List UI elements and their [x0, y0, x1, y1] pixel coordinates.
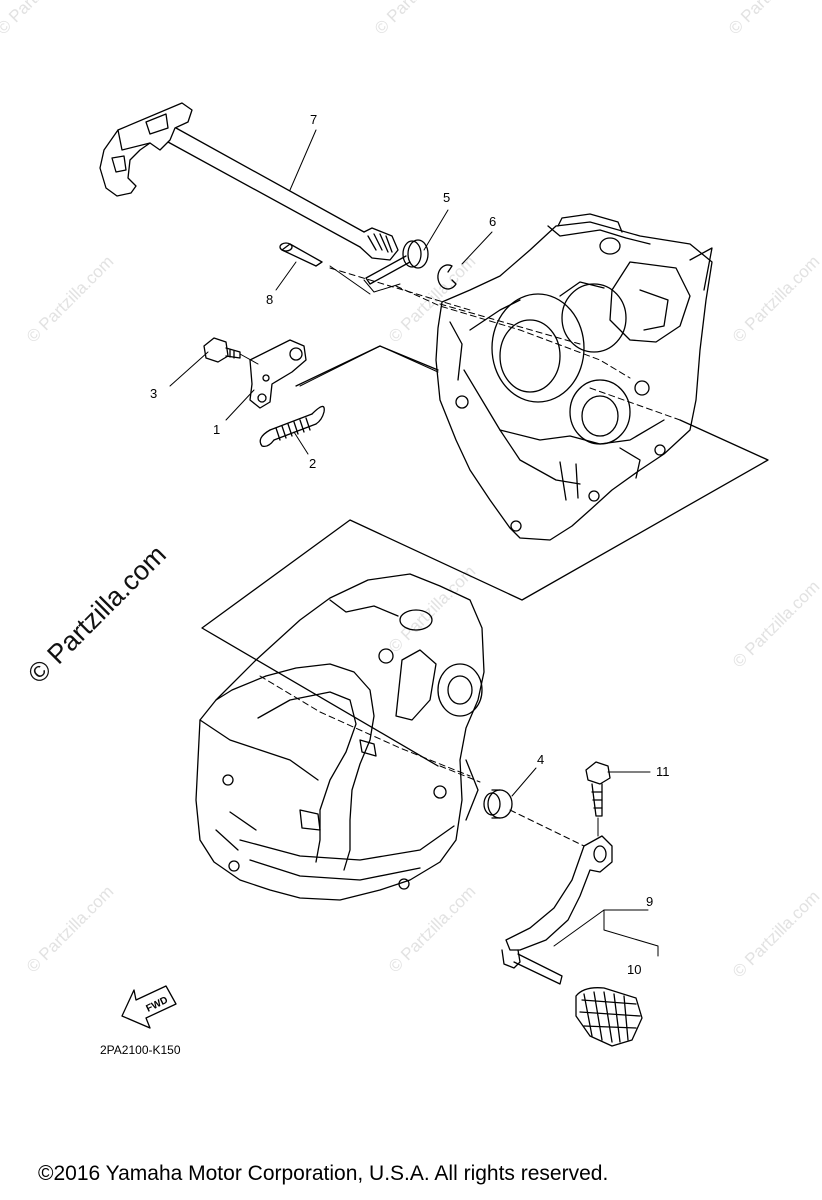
fwd-arrow-icon	[121, 985, 177, 1029]
fwd-label: FWD	[144, 995, 169, 1015]
bolt-part-11	[585, 761, 611, 817]
leader-5	[423, 209, 449, 251]
shift-pedal-part-9	[501, 835, 613, 985]
leader-9	[553, 909, 649, 947]
leader-3	[169, 351, 209, 387]
leader-6	[461, 231, 493, 265]
crankcase-right-part	[435, 213, 713, 541]
stopper-lever-part-1	[249, 339, 307, 409]
leader-7	[289, 129, 317, 191]
callout-9: 9	[646, 894, 654, 909]
leader-2	[293, 431, 309, 455]
leader-10-bracket	[603, 909, 659, 957]
spring-part-2	[259, 405, 325, 448]
callout-8: 8	[266, 292, 274, 307]
leader-8	[275, 261, 297, 291]
dowel-pin-part-8	[279, 242, 323, 267]
callout-6: 6	[489, 214, 497, 229]
oil-seal-part-4	[483, 789, 513, 819]
callout-1: 1	[213, 422, 221, 437]
callout-3: 3	[150, 386, 158, 401]
callout-4: 4	[537, 752, 545, 767]
callout-5: 5	[443, 190, 451, 205]
pedal-rubber-part-10	[575, 987, 643, 1047]
crankcase-left-part	[195, 573, 485, 901]
leader-1	[225, 389, 255, 421]
diagram-code: 2PA2100-K150	[100, 1043, 181, 1057]
callout-7: 7	[310, 112, 318, 127]
leader-4	[511, 767, 537, 797]
shift-shaft-part	[99, 102, 399, 261]
copyright-notice: ©2016 Yamaha Motor Corporation, U.S.A. A…	[38, 1162, 609, 1185]
callout-10: 10	[627, 962, 642, 977]
bolt-part-3	[203, 337, 241, 363]
callout-11: 11	[656, 764, 670, 779]
callout-2: 2	[309, 456, 317, 471]
circlip-part-6	[437, 264, 457, 290]
gasket-frame-outline	[201, 345, 769, 767]
spring-part-5	[365, 239, 429, 285]
